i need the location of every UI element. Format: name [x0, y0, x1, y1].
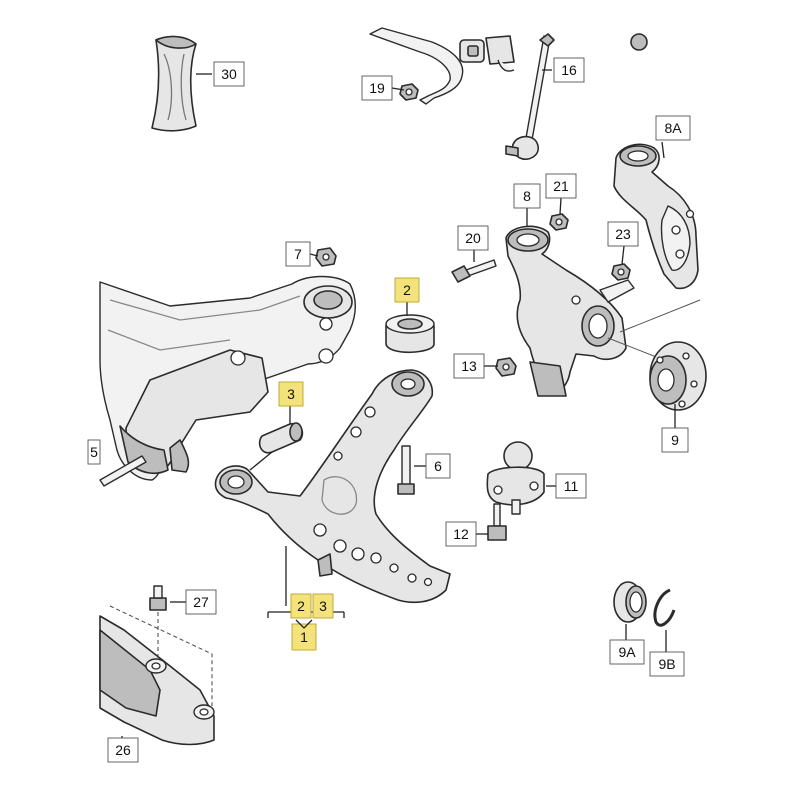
- svg-text:21: 21: [553, 178, 569, 194]
- callout-8: 8: [513, 183, 541, 209]
- callout-26: 26: [107, 737, 139, 763]
- svg-text:2: 2: [403, 282, 411, 298]
- part-8-knuckle: [505, 225, 635, 397]
- callout-5: 5: [87, 439, 101, 465]
- part-21-nut: [549, 213, 569, 231]
- callout-19: 19: [361, 75, 393, 101]
- svg-text:12: 12: [453, 526, 469, 542]
- callout-27: 27: [185, 589, 217, 615]
- callout-2-bottom: 2: [290, 593, 312, 619]
- callout-12: 12: [445, 521, 477, 547]
- svg-text:13: 13: [461, 358, 477, 374]
- svg-text:7: 7: [294, 246, 302, 262]
- svg-text:11: 11: [564, 478, 579, 494]
- svg-text:9B: 9B: [658, 656, 675, 672]
- part-11-ball-joint: [486, 441, 545, 515]
- callout-16: 16: [553, 57, 585, 83]
- part-30-boot: [151, 35, 197, 132]
- callout-6: 6: [425, 453, 451, 479]
- part-1-bracket-marks: [295, 619, 313, 629]
- callout-20: 20: [457, 225, 489, 251]
- part-13-nut: [495, 357, 517, 377]
- callout-21: 21: [545, 173, 577, 199]
- callouts: 30 19 16 8A 8 21 20 23 7 2 13 3 9 6 11 1…: [87, 57, 691, 763]
- svg-text:8: 8: [523, 188, 531, 204]
- part-23-nut: [611, 263, 631, 281]
- callout-23: 23: [607, 221, 639, 247]
- svg-text:23: 23: [615, 226, 631, 242]
- part-27-stud: [149, 585, 167, 611]
- part-1-wishbone: [214, 369, 451, 604]
- part-6-bolt: [397, 445, 415, 495]
- part-9B-circlip: [653, 588, 676, 627]
- callout-8A: 8A: [655, 115, 691, 141]
- svg-text:5: 5: [90, 444, 98, 460]
- part-5-bolt: [99, 455, 147, 487]
- svg-text:27: 27: [193, 594, 209, 610]
- stabilizer-bar: [369, 27, 648, 105]
- svg-text:6: 6: [434, 458, 442, 474]
- callout-9: 9: [661, 427, 689, 453]
- callout-9A: 9A: [609, 639, 645, 665]
- callout-7: 7: [285, 241, 311, 267]
- subframe-crossmember: [99, 275, 356, 481]
- part-8A-housing: [613, 143, 699, 290]
- svg-text:9A: 9A: [618, 644, 636, 660]
- svg-text:26: 26: [115, 742, 131, 758]
- svg-text:2: 2: [297, 598, 305, 614]
- part-9-wheel-hub: [649, 341, 707, 411]
- svg-text:3: 3: [287, 386, 295, 402]
- part-20-bolt: [451, 259, 497, 283]
- part-19-nut: [399, 83, 419, 101]
- part-12-bolt: [487, 503, 507, 541]
- part-2-bushing: [385, 314, 435, 354]
- callout-13: 13: [453, 353, 485, 379]
- svg-text:8A: 8A: [664, 120, 682, 136]
- callout-3-top: 3: [278, 381, 304, 407]
- callout-11: 11: [555, 473, 587, 499]
- part-9A-bearing: [613, 581, 647, 623]
- svg-text:20: 20: [465, 230, 481, 246]
- callout-2-top: 2: [394, 277, 420, 303]
- callout-9B: 9B: [649, 651, 685, 677]
- svg-text:19: 19: [369, 80, 385, 96]
- svg-text:30: 30: [221, 66, 237, 82]
- part-26-bracket: [99, 615, 215, 746]
- callout-30: 30: [213, 61, 245, 87]
- callout-3-bottom: 3: [312, 593, 334, 619]
- svg-text:9: 9: [671, 432, 679, 448]
- part-3-sleeve: [258, 422, 304, 454]
- svg-text:3: 3: [319, 598, 327, 614]
- part-7-nut: [315, 247, 337, 267]
- svg-text:1: 1: [300, 629, 308, 645]
- part-16-coupling-rod: [505, 33, 555, 161]
- svg-text:16: 16: [561, 62, 577, 78]
